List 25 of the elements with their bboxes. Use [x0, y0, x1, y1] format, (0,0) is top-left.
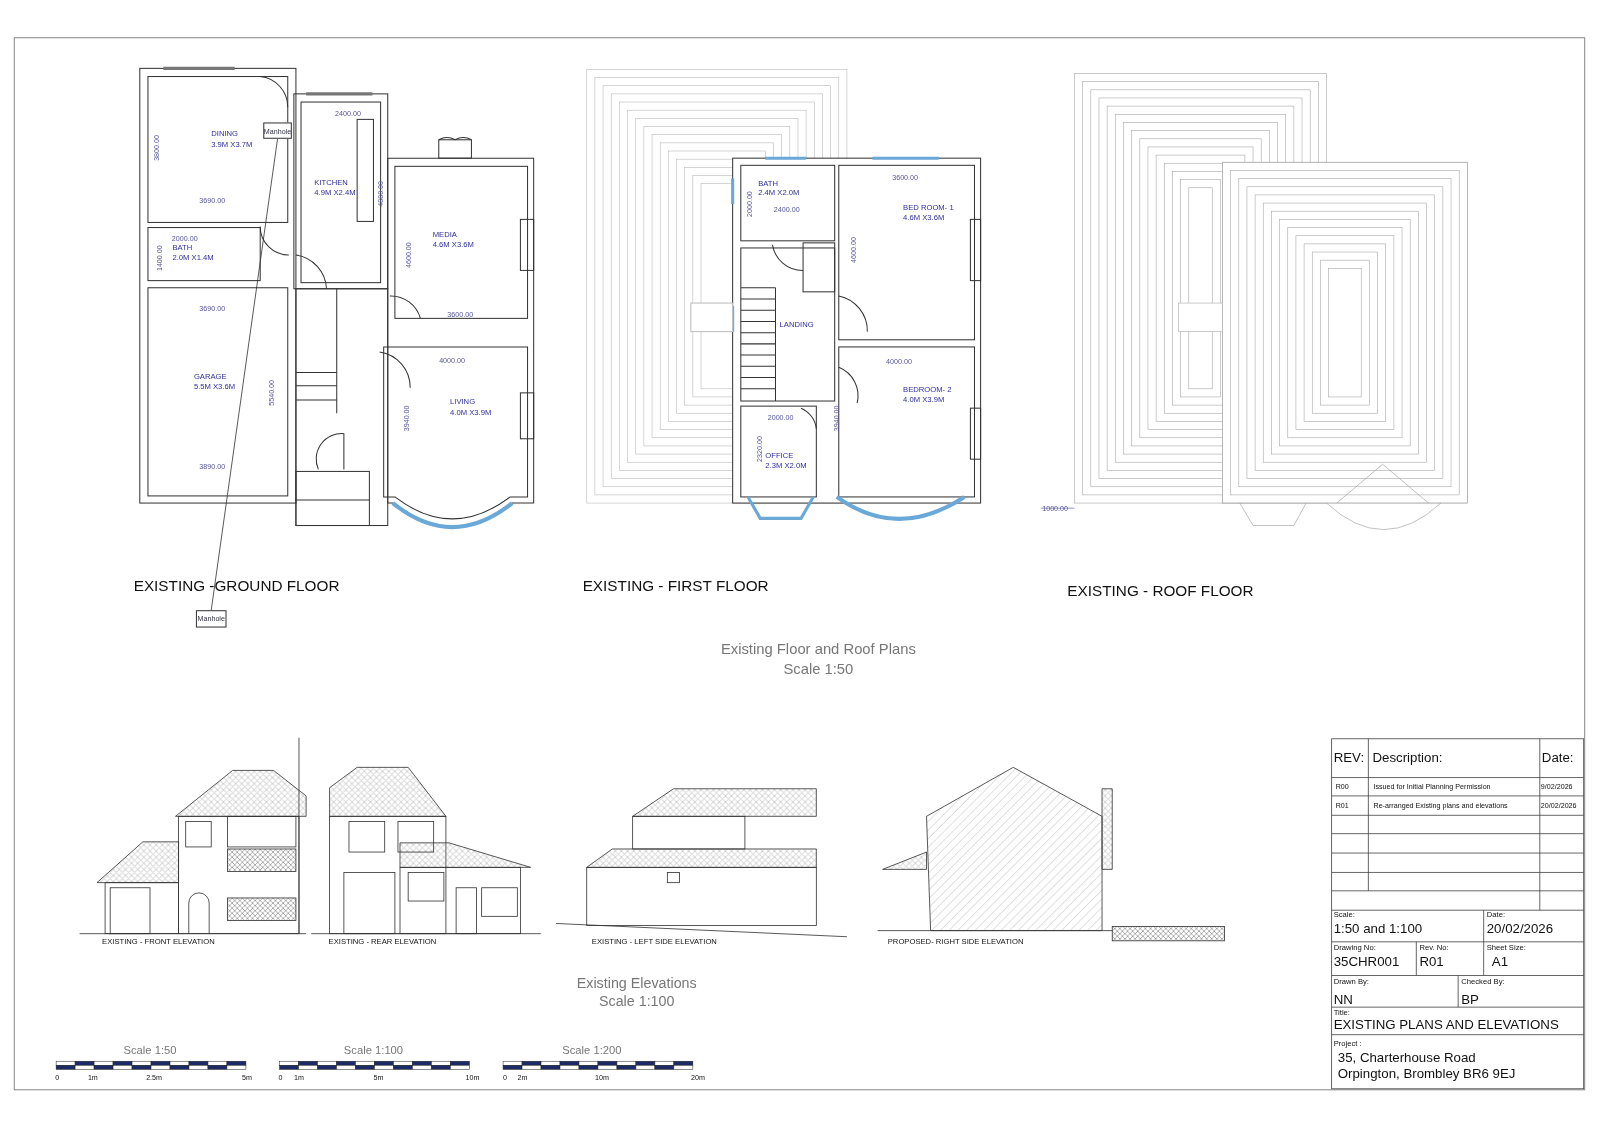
manhole-box: [195, 610, 227, 628]
field-value: 35, Charterhouse Road Orpington, Brombley BR6 9EJ: [1337, 1049, 1517, 1083]
field-value: 1:50 and 1:100: [1333, 921, 1423, 936]
manhole-box: [263, 122, 292, 139]
field-value: 35CHR001: [1333, 954, 1400, 968]
caption-text: Scale 1:100: [599, 993, 675, 1009]
field-value: R01: [1419, 954, 1444, 968]
drawing-title: EXISTING - FIRST FLOOR: [582, 578, 769, 594]
drain-line: [210, 138, 278, 611]
table-header: REV:: [1333, 750, 1365, 764]
table-header: Description:: [1372, 750, 1443, 764]
field-value: BP: [1461, 992, 1479, 1006]
caption-text: Existing Floor and Roof Plans: [720, 641, 916, 657]
caption-text: Existing Elevations: [576, 975, 697, 990]
drawing-title: EXISTING - ROOF FLOOR: [1067, 583, 1254, 599]
caption-text: Scale 1:50: [783, 662, 854, 677]
field-value: NN: [1333, 992, 1353, 1006]
field-value: 20/02/2026: [1486, 921, 1554, 936]
field-value: EXISTING PLANS AND ELEVATIONS: [1333, 1017, 1559, 1032]
table-header: Date:: [1541, 750, 1574, 764]
field-value: A1: [1491, 954, 1509, 968]
scale-title: Scale 1:50: [123, 1044, 177, 1056]
scale-title: Scale 1:200: [562, 1044, 622, 1056]
scale-title: Scale 1:100: [343, 1044, 404, 1056]
drawing-title: EXISTING -GROUND FLOOR: [133, 578, 340, 594]
